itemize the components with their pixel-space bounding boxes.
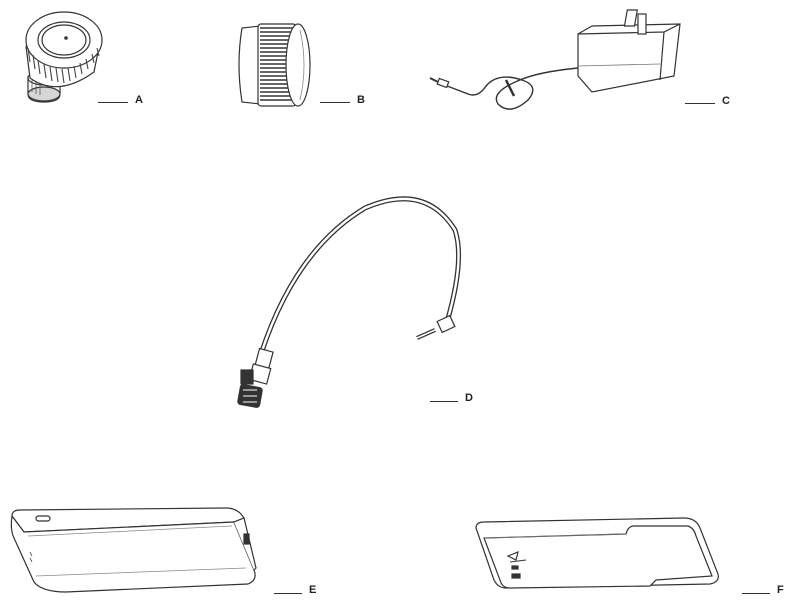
part-d [225, 190, 475, 420]
part-b [230, 18, 320, 112]
part-e-label: E [309, 584, 317, 596]
part-e [6, 502, 262, 597]
part-c-label: C [722, 95, 730, 107]
battery-pack-icon [10, 507, 257, 593]
knurled-ring-cap-icon [238, 23, 311, 107]
part-d-label: D [465, 392, 473, 404]
part-f-label: F [777, 584, 784, 596]
knurled-cap-icon [25, 11, 103, 103]
power-adapter-icon [429, 9, 681, 110]
part-b-label: B [357, 94, 365, 106]
part-a [14, 8, 124, 108]
hose-connector-icon [237, 196, 462, 408]
part-a-label: A [135, 94, 143, 106]
part-c [428, 6, 688, 116]
part-f [470, 516, 722, 596]
battery-pack-back-icon [475, 517, 719, 589]
